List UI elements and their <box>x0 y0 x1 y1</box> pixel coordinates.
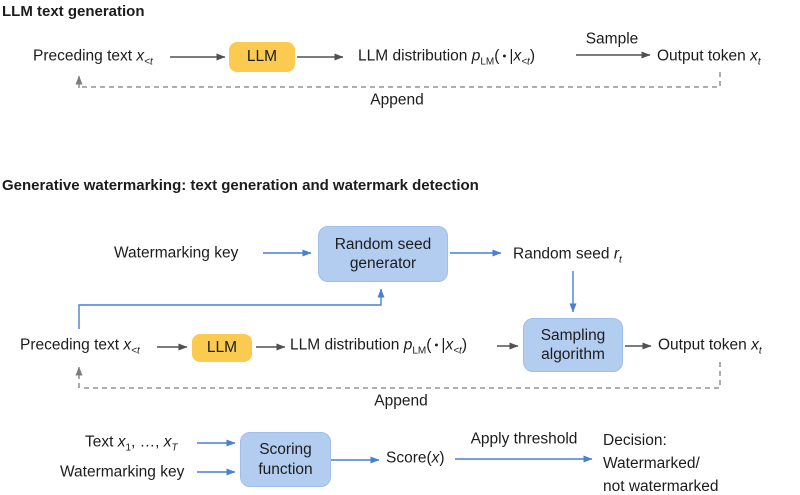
label-append-2: Append <box>374 392 428 410</box>
label-random-seed: Random seed rt <box>513 245 622 266</box>
section-title-generative-watermarking: Generative watermarking: text generation… <box>2 177 479 194</box>
label-llm-distribution: LLM distribution pLM( • |x<t) <box>358 47 535 68</box>
random-seed-generator-box-label: Random seed generator <box>334 235 432 272</box>
append2-feedback-line <box>80 362 721 389</box>
label-sample: Sample <box>585 30 639 48</box>
label-output-token: Output token xt <box>657 47 761 68</box>
llm-box: LLM <box>229 42 295 72</box>
append-feedback-line <box>80 72 721 88</box>
llm-box-2-label: LLM <box>206 339 238 357</box>
label-llm-distribution-2: LLM distribution pLM( • |x<t) <box>290 336 467 357</box>
llm-box-label: LLM <box>246 48 278 66</box>
llm-box-2: LLM <box>192 334 252 362</box>
scoring-function-box-label: Scoring function <box>258 441 313 478</box>
sampling-algorithm-box-label: Sampling algorithm <box>540 326 606 363</box>
sampling-algorithm-box: Sampling algorithm <box>523 318 623 372</box>
label-preceding-text: Preceding text x<t <box>33 47 153 68</box>
label-preceding-text-2: Preceding text x<t <box>20 336 140 357</box>
scoring-function-box: Scoring function <box>240 432 331 487</box>
label-watermarking-key-2: Watermarking key <box>60 463 185 481</box>
random-seed-generator-box: Random seed generator <box>318 226 448 282</box>
label-score: Score(x) <box>386 449 445 467</box>
arrow-preceding-to-seed-generator <box>78 288 385 329</box>
label-decision: Decision: Watermarked/ not watermarked <box>603 432 719 495</box>
label-append: Append <box>370 91 424 109</box>
label-watermarking-key: Watermarking key <box>114 244 239 262</box>
section-title-llm-text-generation: LLM text generation <box>2 3 145 20</box>
label-output-token-2: Output token xt <box>658 336 762 357</box>
label-text-tokens: Text x1, …, xT <box>85 433 178 454</box>
label-apply-threshold: Apply threshold <box>470 430 578 448</box>
